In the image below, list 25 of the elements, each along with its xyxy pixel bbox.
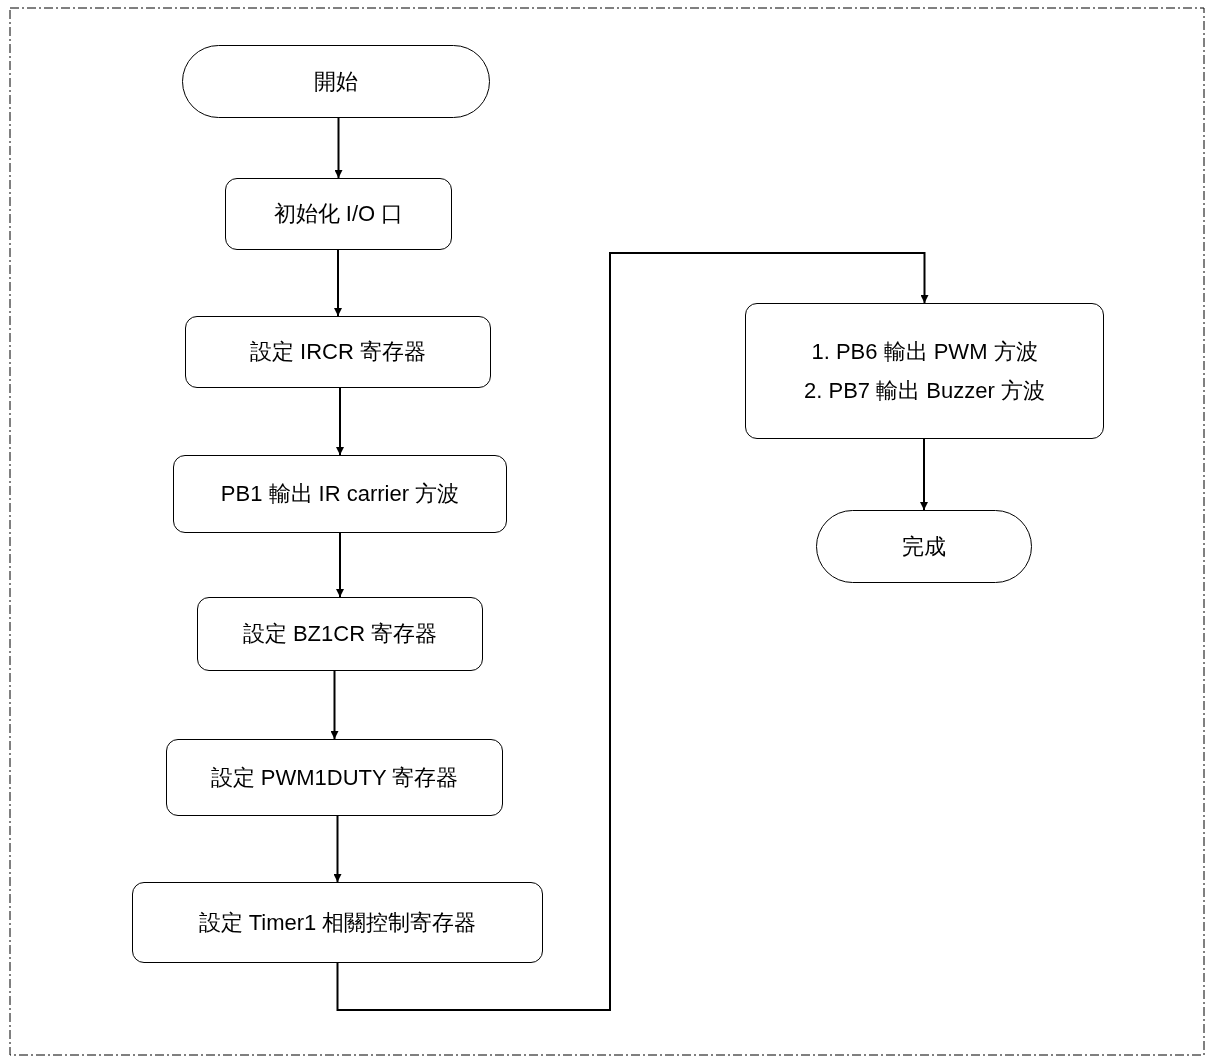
step-text: 初始化 I/O 口: [273, 200, 404, 228]
process-box: [225, 178, 452, 250]
process-box: [166, 739, 503, 816]
step-text: 設定 IRCR 寄存器: [250, 338, 426, 366]
step-text: 2. PB7 輸出 Buzzer 方波: [804, 377, 1045, 405]
arrow: [334, 117, 343, 179]
step-text: 設定 BZ1CR 寄存器: [242, 620, 438, 648]
step-text: 完成: [902, 532, 946, 561]
process-box: [132, 882, 543, 963]
step-text: 1. PB6 輸出 PWM 方波: [811, 337, 1038, 365]
arrow: [336, 387, 344, 456]
arrow: [333, 815, 342, 883]
arrow: [336, 532, 344, 598]
step-text: 開始: [314, 67, 358, 96]
process-box: [745, 303, 1104, 439]
process-box: [197, 597, 483, 671]
arrow: [334, 249, 342, 317]
process-box: [185, 316, 491, 388]
step-text: 設定 Timer1 相關控制寄存器: [198, 908, 477, 937]
arrow: [920, 438, 928, 511]
step-text: 設定 PWM1DUTY 寄存器: [210, 763, 459, 792]
step-text: PB1 輸出 IR carrier 方波: [220, 480, 460, 508]
process-box: [173, 455, 507, 533]
arrow: [330, 670, 339, 740]
arrow: [336, 252, 929, 1011]
